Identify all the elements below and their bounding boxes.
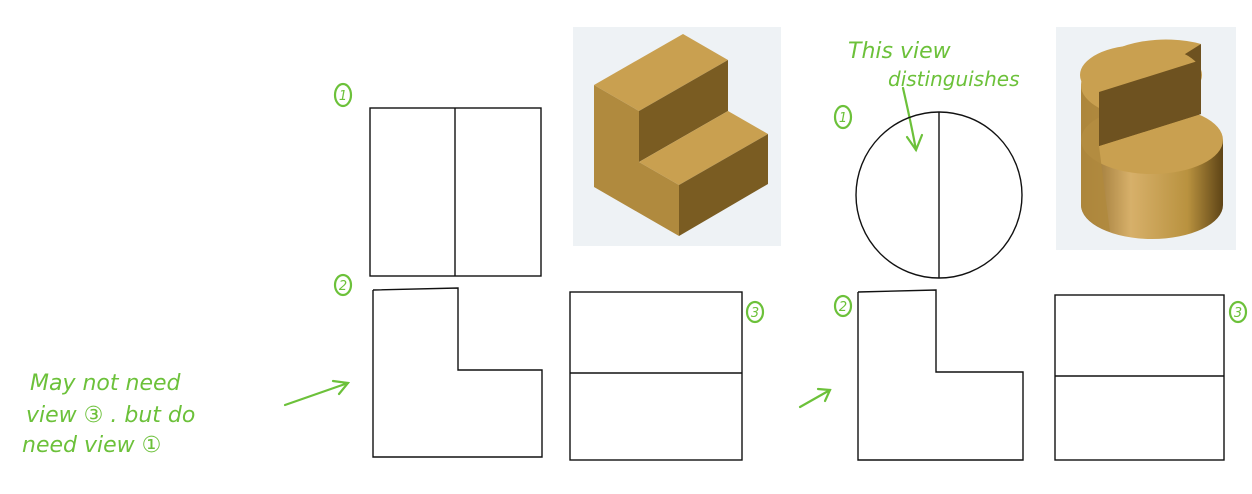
svg-text:3: 3 xyxy=(751,306,759,321)
svg-text:2: 2 xyxy=(339,279,347,294)
left-front-view xyxy=(372,287,543,458)
note-line-2: distinguishes xyxy=(888,67,1020,91)
right-side-view xyxy=(1054,294,1225,461)
note-line-2: view ③ . but do xyxy=(26,403,195,428)
left-front-view-number: 2 xyxy=(333,273,353,297)
left-top-view xyxy=(369,107,542,277)
left-top-view-number: 1 xyxy=(333,82,353,108)
arrow-icon xyxy=(798,387,832,409)
note-line-1: This view xyxy=(848,39,952,64)
half-cut-cylinder-icon xyxy=(1080,39,1223,239)
left-solid-image xyxy=(573,27,781,246)
right-annotation-note: This view distinguishes xyxy=(848,39,1020,153)
right-top-view xyxy=(855,111,1023,279)
svg-text:2: 2 xyxy=(839,300,847,315)
right-side-view-number: 3 xyxy=(1228,300,1248,324)
svg-text:1: 1 xyxy=(339,89,347,104)
stepped-block-icon xyxy=(594,34,768,236)
right-pointer-arrow xyxy=(798,387,832,409)
right-problem: This view distinguishes 1 2 3 xyxy=(798,27,1248,461)
left-problem: 1 2 3 xyxy=(22,27,781,461)
right-solid-image xyxy=(1056,27,1236,250)
note-line-3: need view ① xyxy=(22,433,161,458)
right-front-view-number: 2 xyxy=(833,294,853,318)
arrow-icon xyxy=(901,86,924,153)
right-top-view-number: 1 xyxy=(833,104,853,130)
svg-text:1: 1 xyxy=(839,111,847,126)
arrow-icon xyxy=(283,379,351,407)
note-line-1: May not need xyxy=(30,371,182,396)
svg-text:3: 3 xyxy=(1234,306,1242,321)
right-front-view xyxy=(857,289,1024,461)
left-side-view xyxy=(569,291,743,461)
left-side-view-number: 3 xyxy=(745,300,765,324)
left-annotation-note: May not need view ③ . but do need view ① xyxy=(22,371,351,458)
